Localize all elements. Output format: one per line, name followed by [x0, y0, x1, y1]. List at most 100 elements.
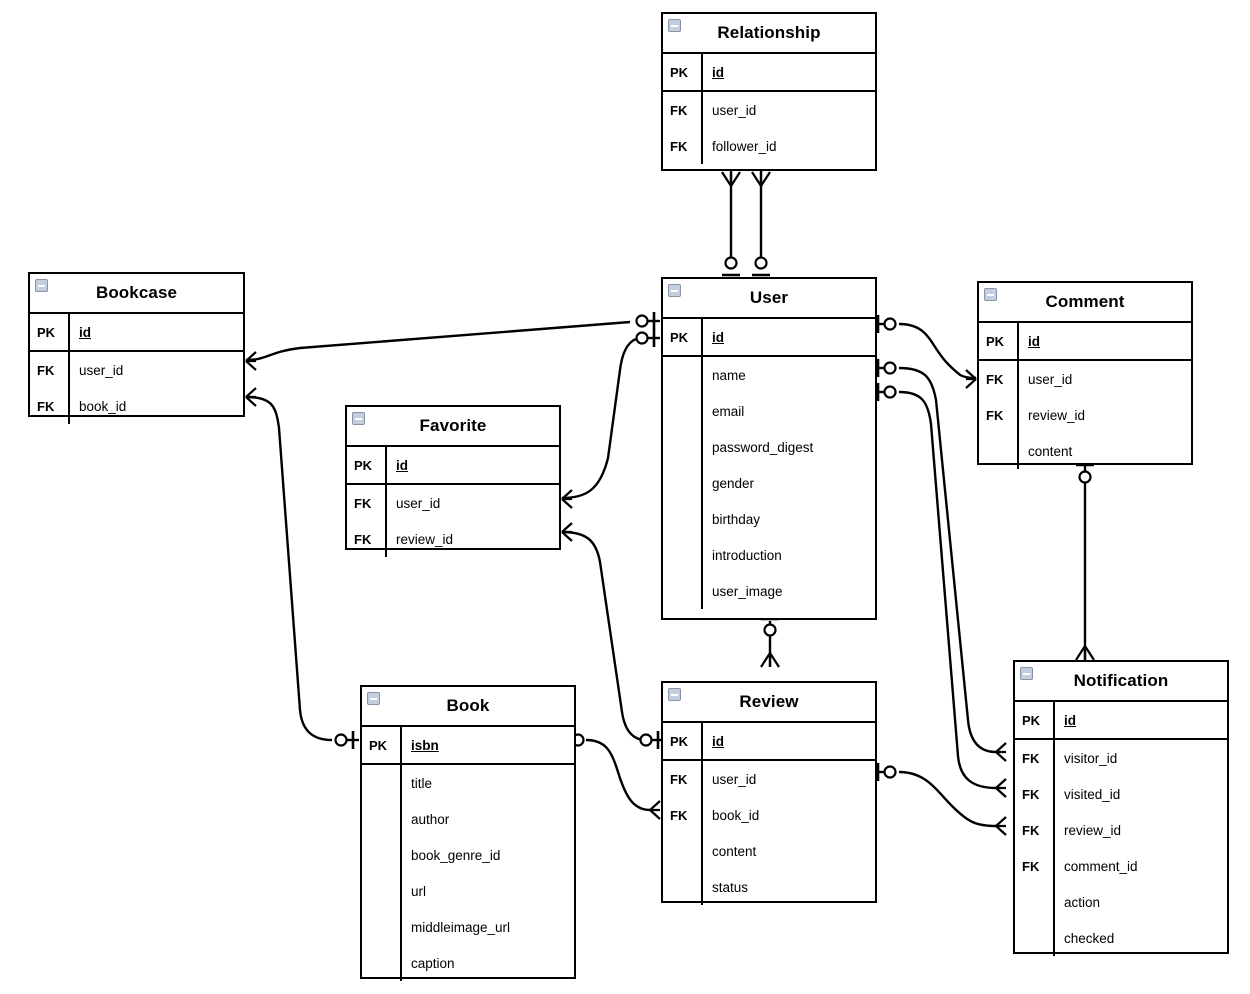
field-row: FK review_id [979, 397, 1191, 433]
field-name: user_id [79, 362, 124, 378]
field-row: url [362, 873, 574, 909]
field-name: visited_id [1064, 786, 1121, 802]
field-row: PK id [30, 314, 243, 350]
field-row: FK visitor_id [1015, 740, 1227, 776]
key-label: PK [979, 323, 1019, 359]
field-name: status [712, 879, 749, 895]
field-name: id [1064, 712, 1076, 728]
entity-title: Comment [1045, 292, 1125, 311]
field-row: PK id [663, 723, 875, 759]
minus-icon[interactable] [668, 19, 681, 32]
entity-title: User [749, 288, 789, 307]
key-label [979, 433, 1019, 469]
pk-section: PK id [663, 723, 875, 761]
key-label: FK [979, 397, 1019, 433]
key-label: FK [979, 361, 1019, 397]
key-label: FK [30, 388, 70, 424]
key-label [362, 909, 402, 945]
field-name: book_genre_id [411, 847, 501, 863]
field-name: url [411, 883, 427, 899]
field-row: PK id [663, 54, 875, 90]
field-name: book_id [79, 398, 127, 414]
pk-section: PK isbn [362, 727, 574, 765]
minus-icon[interactable] [367, 692, 380, 705]
field-row: content [979, 433, 1191, 469]
wire-user-comment [898, 322, 977, 380]
entity-user[interactable]: User PK id name email password_digest [661, 277, 877, 620]
key-label: PK [663, 54, 703, 90]
field-name: id [396, 457, 408, 473]
field-name: follower_id [712, 138, 777, 154]
minus-icon[interactable] [668, 688, 681, 701]
key-label [1015, 884, 1055, 920]
field-row: FK user_id [347, 485, 559, 521]
field-row: content [663, 833, 875, 869]
key-label [663, 501, 703, 537]
key-label: FK [1015, 740, 1055, 776]
minus-icon[interactable] [35, 279, 48, 292]
field-row: name [663, 357, 875, 393]
key-label: FK [1015, 848, 1055, 884]
entity-relationship[interactable]: Relationship PK id FK user_id FK followe… [661, 12, 877, 171]
key-label [362, 765, 402, 801]
field-row: gender [663, 465, 875, 501]
pk-section: PK id [663, 319, 875, 357]
key-label [362, 801, 402, 837]
field-row: middleimage_url [362, 909, 574, 945]
field-name: comment_id [1064, 858, 1138, 874]
pk-section: PK id [347, 447, 559, 485]
entity-header: Comment [979, 283, 1191, 323]
entity-title: Book [446, 696, 490, 715]
entity-bookcase[interactable]: Bookcase PK id FK user_id FK book_id [28, 272, 245, 424]
entity-favorite[interactable]: Favorite PK id FK user_id FK review_id [345, 405, 561, 557]
fields-section: FK user_id FK book_id [30, 352, 243, 424]
entity-comment[interactable]: Comment PK id FK user_id FK review_id co… [977, 281, 1193, 469]
field-name: birthday [712, 511, 761, 527]
minus-icon[interactable] [668, 284, 681, 297]
entity-notification[interactable]: Notification PK id FK visitor_id FK visi… [1013, 660, 1229, 956]
key-label: FK [30, 352, 70, 388]
field-row: FK user_id [663, 761, 875, 797]
field-name: visitor_id [1064, 750, 1118, 766]
pk-section: PK id [30, 314, 243, 352]
field-row: checked [1015, 920, 1227, 956]
entity-header: Book [362, 687, 574, 727]
key-label: PK [1015, 702, 1055, 738]
key-label [1015, 920, 1055, 956]
fields-section: FK user_id FK review_id content [979, 361, 1191, 469]
entity-header: Notification [1015, 662, 1227, 702]
field-row: FK book_id [663, 797, 875, 833]
field-row: user_image [663, 573, 875, 609]
key-label: FK [663, 92, 703, 128]
entity-title: Favorite [419, 416, 487, 435]
wire-favorite-userid-user [561, 336, 643, 500]
key-label [663, 833, 703, 869]
field-row: FK user_id [979, 361, 1191, 397]
field-row: PK id [979, 323, 1191, 359]
minus-icon[interactable] [352, 412, 365, 425]
field-name: author [411, 811, 450, 827]
entity-review[interactable]: Review PK id FK user_id FK book_id conte… [661, 681, 877, 905]
minus-icon[interactable] [1020, 667, 1033, 680]
field-name: title [411, 775, 433, 791]
entity-header: Review [663, 683, 875, 723]
fields-section: FK user_id FK book_id content status [663, 761, 875, 905]
field-row: FK visited_id [1015, 776, 1227, 812]
entity-header: Favorite [347, 407, 559, 447]
wire-bookcase-userid-user [245, 320, 631, 362]
field-name: review_id [1064, 822, 1122, 838]
minus-icon[interactable] [984, 288, 997, 301]
field-name: middleimage_url [411, 919, 511, 935]
field-row: FK follower_id [663, 128, 875, 164]
field-row: PK id [1015, 702, 1227, 738]
fields-section: title author book_genre_id url middleima… [362, 765, 574, 981]
entity-title: Bookcase [95, 283, 178, 302]
key-label: FK [347, 521, 387, 557]
field-name: id [1028, 333, 1040, 349]
pk-section: PK id [663, 54, 875, 92]
field-name: user_id [1028, 371, 1073, 387]
field-row: FK review_id [347, 521, 559, 557]
entity-book[interactable]: Book PK isbn title author book_genre_id [360, 685, 576, 981]
key-label: PK [362, 727, 402, 763]
entity-header: User [663, 279, 875, 319]
